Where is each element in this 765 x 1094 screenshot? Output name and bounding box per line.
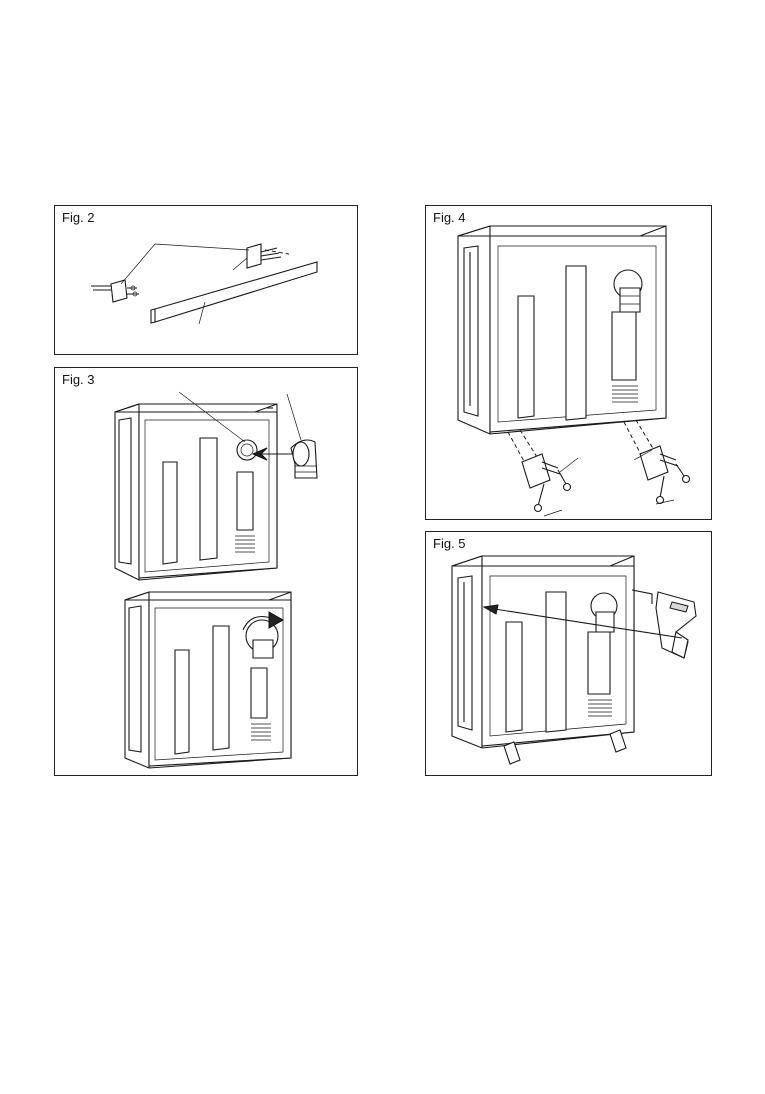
figure-5-illustration xyxy=(426,532,713,777)
dryer-rear-view xyxy=(452,556,634,764)
dryer-rear-view xyxy=(458,226,666,434)
figure-5-panel: Fig. 5 xyxy=(425,531,712,776)
figure-2-illustration xyxy=(55,206,359,356)
figure-4-illustration xyxy=(426,206,713,521)
dryer-rear-view-top xyxy=(115,404,277,580)
dryer-rear-view-bottom xyxy=(125,592,291,768)
figure-3-illustration xyxy=(55,368,359,777)
figure-4-panel: Fig. 4 xyxy=(425,205,712,520)
right-bracket xyxy=(247,244,289,268)
figure-3-panel: Fig. 3 xyxy=(54,367,358,776)
right-mounting-foot xyxy=(634,446,690,504)
top-bracket xyxy=(632,590,696,658)
left-mounting-foot xyxy=(522,454,578,516)
figure-2-panel: Fig. 2 xyxy=(54,205,358,355)
left-bracket xyxy=(91,280,139,302)
elbow-coupling xyxy=(291,440,317,478)
